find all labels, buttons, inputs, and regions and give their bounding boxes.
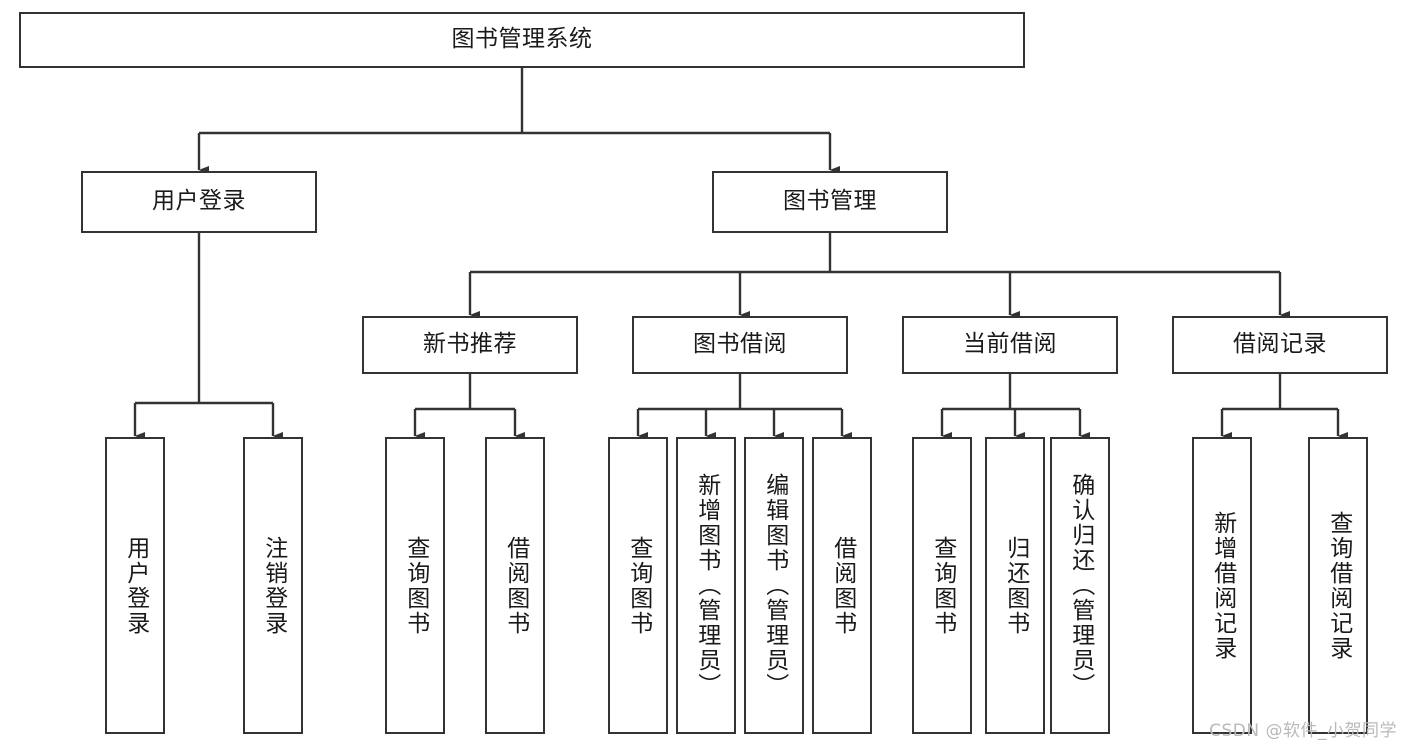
node-label: 注销登录 [260,535,287,636]
node-label: 图书管理系统 [451,26,593,53]
node-label: 编辑图书（管理员） [761,473,788,698]
node-book-borrow[interactable]: 图书借阅 [632,316,848,374]
node-leaf-add-book[interactable]: 新增图书（管理员） [676,437,736,734]
node-leaf-add-borrow-record[interactable]: 新增借阅记录 [1192,437,1252,734]
node-label: 归还图书 [1002,535,1029,636]
node-leaf-query-book-current[interactable]: 查询图书 [912,437,972,734]
node-book-manage[interactable]: 图书管理 [712,171,948,233]
node-label: 查询图书 [929,535,956,636]
node-label: 借阅记录 [1233,331,1327,358]
node-leaf-query-borrow-record[interactable]: 查询借阅记录 [1308,437,1368,734]
node-label: 新增借阅记录 [1209,510,1236,661]
node-new-book-recommend[interactable]: 新书推荐 [362,316,578,374]
node-current-borrow[interactable]: 当前借阅 [902,316,1118,374]
node-leaf-return-book[interactable]: 归还图书 [985,437,1045,734]
node-label: 借阅图书 [502,535,529,636]
node-leaf-borrow-book[interactable]: 借阅图书 [812,437,872,734]
node-label: 用户登录 [122,535,149,636]
node-label: 图书管理 [783,188,877,215]
node-leaf-edit-book[interactable]: 编辑图书（管理员） [744,437,804,734]
node-label: 图书借阅 [693,331,787,358]
node-root[interactable]: 图书管理系统 [19,12,1025,68]
node-leaf-query-book-borrow[interactable]: 查询图书 [608,437,668,734]
node-leaf-confirm-return[interactable]: 确认归还（管理员） [1050,437,1110,734]
node-label: 查询图书 [625,535,652,636]
node-user-login[interactable]: 用户登录 [81,171,317,233]
node-label: 借阅图书 [829,535,856,636]
node-label: 新书推荐 [423,331,517,358]
node-leaf-user-login[interactable]: 用户登录 [105,437,165,734]
node-label: 确认归还（管理员） [1067,473,1094,698]
node-leaf-query-book-recommend[interactable]: 查询图书 [385,437,445,734]
node-label: 用户登录 [152,188,246,215]
node-borrow-records[interactable]: 借阅记录 [1172,316,1388,374]
node-label: 查询借阅记录 [1325,510,1352,661]
node-leaf-user-logout[interactable]: 注销登录 [243,437,303,734]
node-leaf-borrow-book-recommend[interactable]: 借阅图书 [485,437,545,734]
node-label: 当前借阅 [963,331,1057,358]
node-label: 新增图书（管理员） [693,473,720,698]
node-label: 查询图书 [402,535,429,636]
